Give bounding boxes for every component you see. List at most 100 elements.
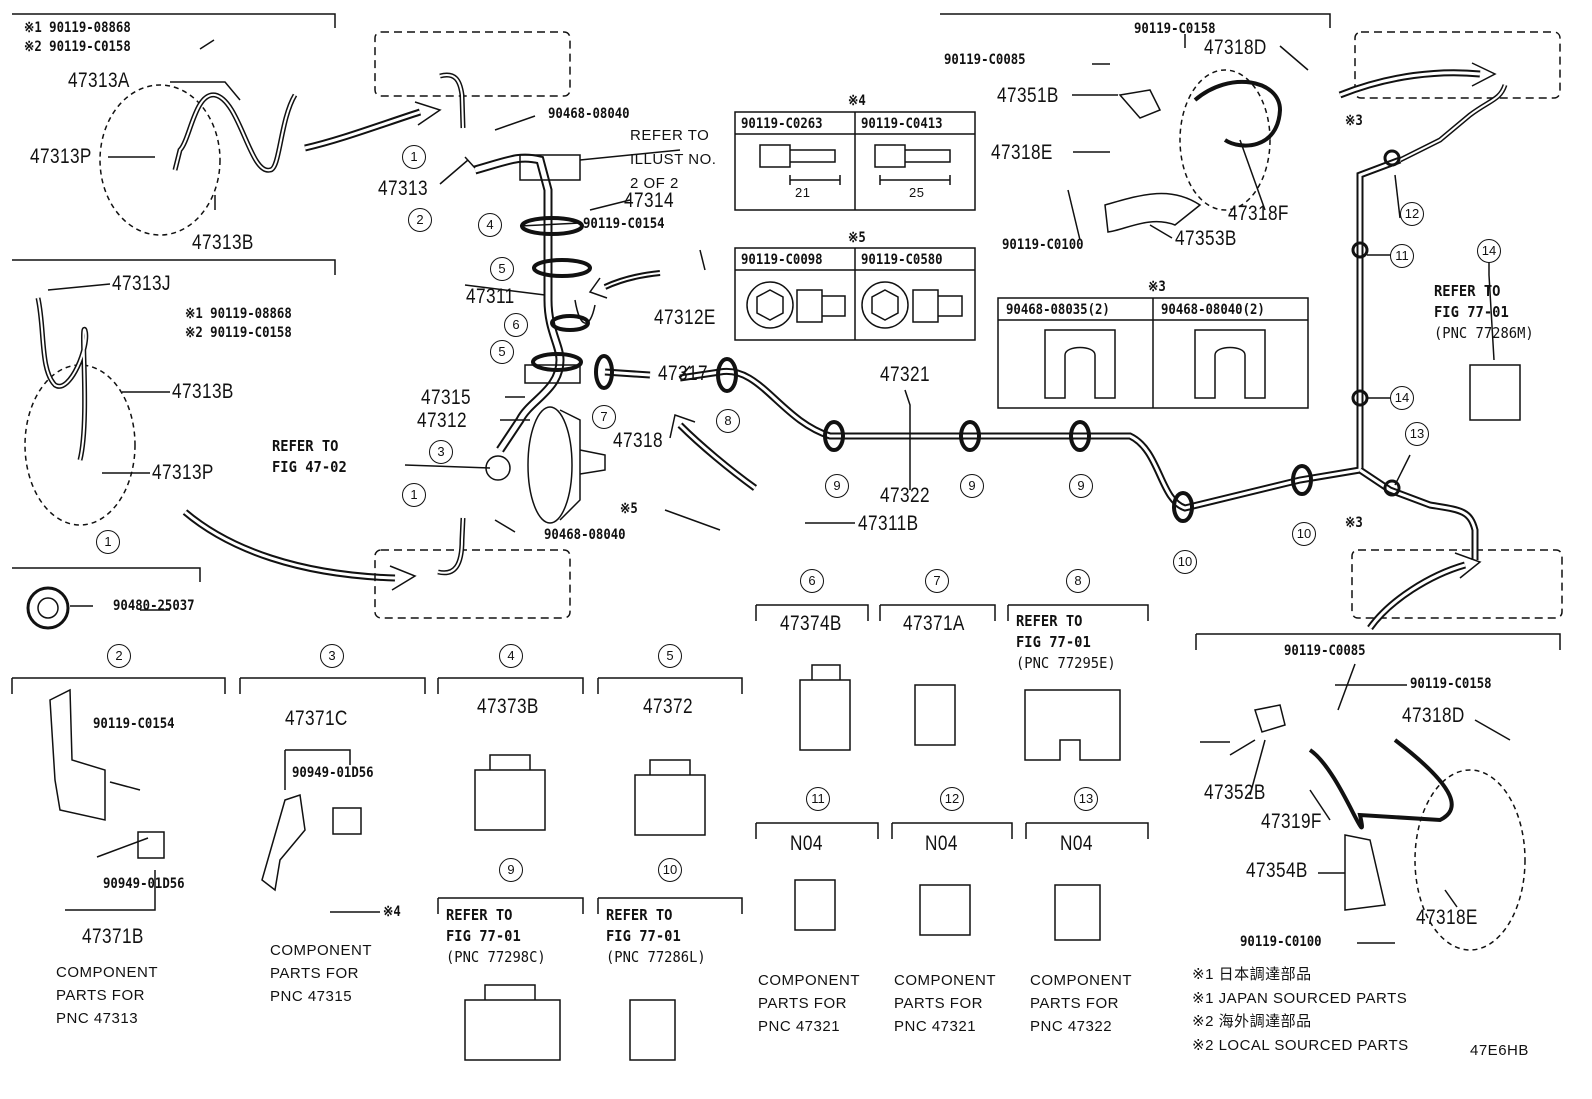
table-header: 90468-08035(2) [1006,302,1110,318]
table-mark: ※5 [848,230,866,246]
code-label: ※2 90119-C0158 [185,325,292,341]
table-mark: ※3 [1148,279,1166,295]
callout-3: 3 [429,440,453,464]
callout-4-b: 4 [499,644,523,668]
callout-10-b: 10 [1292,522,1316,546]
note-mark: ※3 [1345,113,1363,129]
callout-2-b: 2 [107,644,131,668]
part-label-47313B-rear: 47313B [172,380,234,403]
code-label: ※2 90119-C0158 [24,39,131,55]
part-label-47371A: 47371A [903,612,965,635]
callout-12: 12 [1400,202,1424,226]
part-label-47313: 47313 [378,177,428,200]
table-header: 90119-C0098 [741,252,823,268]
code-label: 90468-08040 [544,527,626,543]
code-label: 90468-08040 [548,106,630,122]
part-label-47318E: 47318E [991,141,1053,164]
dimension-value: 25 [909,185,925,200]
code-label: ※1 90119-08868 [24,20,131,36]
diagram-code: 47E6HB [1470,1042,1529,1059]
callout-8-b: 8 [1066,569,1090,593]
table-mark: ※4 [848,93,866,109]
part-label-47322: 47322 [880,484,930,507]
callout-14-b: 14 [1477,239,1501,263]
callout-5-c: 5 [658,644,682,668]
part-label-47318: 47318 [613,429,663,452]
callout-11-b: 11 [806,787,830,811]
part-label-47315: 47315 [421,386,471,409]
callout-9-b: 9 [960,474,984,498]
part-label-47318D: 47318D [1204,36,1267,59]
part-label-47318D-bottom: 47318D [1402,704,1465,727]
callout-1-c: 1 [96,530,120,554]
part-label-n04-12: N04 [925,832,958,855]
code-label: 90119-C0085 [944,52,1026,68]
table-header: 90119-C0413 [861,116,943,132]
dimension-value: 21 [795,185,811,200]
part-label-47313A: 47313A [68,69,130,92]
part-label-47353B: 47353B [1175,227,1237,250]
legend-line: ※1 日本調達部品 [1192,966,1312,983]
note-mark: ※5 [620,501,638,517]
callout-7: 7 [592,405,616,429]
code-label: 90949-01D56 [292,765,374,781]
part-label-47354B: 47354B [1246,859,1308,882]
part-label-47314: 47314 [624,189,674,212]
part-label-47371B: 47371B [82,925,144,948]
table-header: 90119-C0263 [741,116,823,132]
part-label-47373B: 47373B [477,695,539,718]
code-label: 90119-C0158 [1134,21,1216,37]
part-label-47313P: 47313P [30,145,92,168]
note-mark: ※3 [1345,515,1363,531]
callout-2: 2 [408,208,432,232]
code-label: 90119-C0085 [1284,643,1366,659]
code-label: 90119-C0154 [583,216,665,232]
code-label: 90119-C0100 [1240,934,1322,950]
callout-9-c: 9 [1069,474,1093,498]
part-label-47321: 47321 [880,363,930,386]
table-header: 90119-C0580 [861,252,943,268]
table-header: 90468-08040(2) [1161,302,1265,318]
part-label-47317: 47317 [658,362,708,385]
part-label-47318F: 47318F [1228,202,1289,225]
code-label: 90949-01D56 [103,876,185,892]
part-label-47372: 47372 [643,695,693,718]
callout-1-b: 1 [402,483,426,507]
part-label-47312: 47312 [417,409,467,432]
callout-11: 11 [1390,244,1414,268]
legend-line: ※2 海外調達部品 [1192,1013,1312,1030]
part-label-47311B: 47311B [858,512,919,535]
code-label: 90119-C0158 [1410,676,1492,692]
callout-12-b: 12 [940,787,964,811]
callout-1: 1 [402,145,426,169]
callout-10-c: 10 [658,858,682,882]
callout-8: 8 [716,409,740,433]
part-label-47313B: 47313B [192,231,254,254]
part-label-n04-11: N04 [790,832,823,855]
part-label-47352B: 47352B [1204,781,1266,804]
callout-9-d: 9 [499,858,523,882]
sourcing-legend: ※1 日本調達部品 ※1 JAPAN SOURCED PARTS ※2 海外調達… [1192,963,1409,1057]
part-label-47311: 47311 [466,285,515,308]
callout-5: 5 [490,257,514,281]
callout-7-b: 7 [925,569,949,593]
legend-line: ※2 LOCAL SOURCED PARTS [1192,1036,1409,1054]
callout-5-b: 5 [490,340,514,364]
code-label: 90119-C0100 [1002,237,1084,253]
callout-13: 13 [1405,422,1429,446]
callout-3-b: 3 [320,644,344,668]
callout-14: 14 [1390,386,1414,410]
part-label-47318E-bottom: 47318E [1416,906,1478,929]
part-label-47374B: 47374B [780,612,842,635]
legend-line: ※1 JAPAN SOURCED PARTS [1192,989,1408,1007]
part-label-47313P-rear: 47313P [152,461,214,484]
part-label-47371C: 47371C [285,707,348,730]
